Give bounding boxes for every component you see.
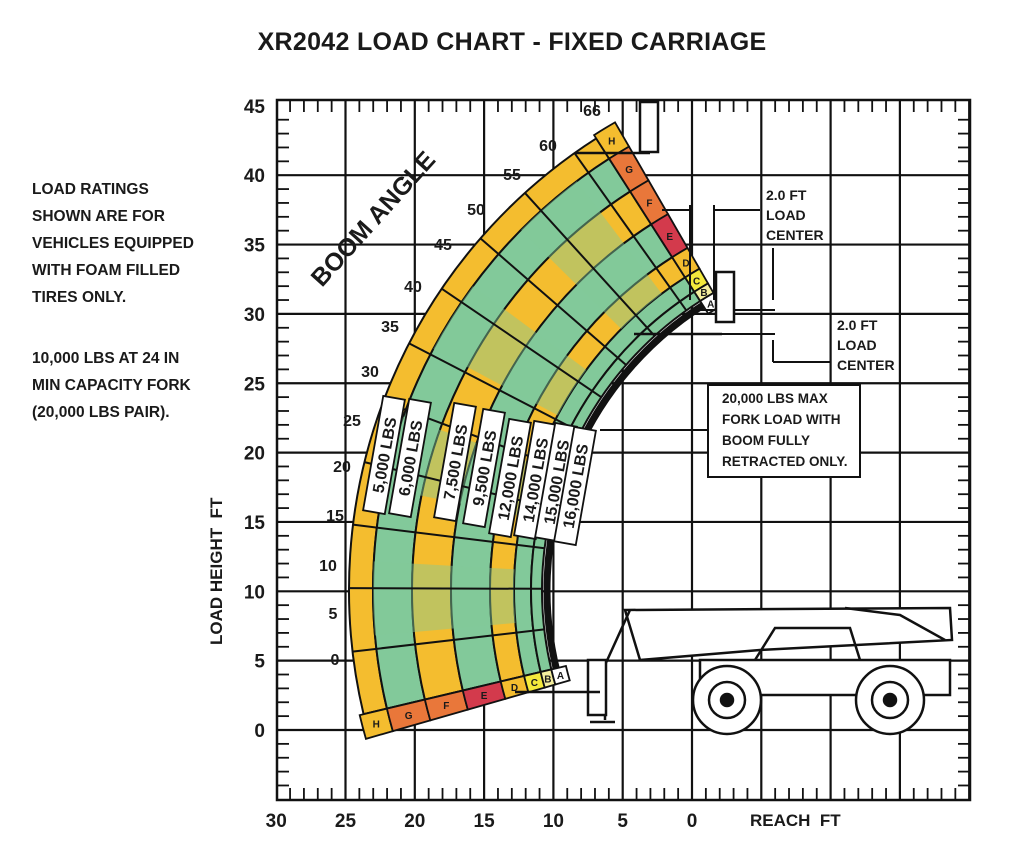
capacity-label-box (362, 394, 406, 516)
capacity-label-box (488, 417, 532, 539)
capacity-label-box (433, 401, 477, 523)
boom-angle-label: 60 (539, 138, 557, 155)
load-center-callout-top (662, 205, 775, 311)
note-line: MIN CAPACITY FORK (32, 377, 191, 394)
x-tick-label: 25 (335, 811, 357, 832)
x-axis-label: REACH FT (750, 811, 841, 830)
capacity-label-box (553, 425, 597, 547)
extension-letter: H (608, 137, 615, 148)
load-center-callout-bottom (700, 333, 830, 363)
x-tick-label: 5 (617, 811, 628, 832)
y-tick-label: 15 (244, 513, 266, 534)
extension-letter: H (373, 719, 380, 730)
note-line: (20,000 LBS PAIR). (32, 404, 170, 421)
boom-angle-label: 0 (331, 652, 340, 669)
x-tick-label: 0 (687, 811, 698, 832)
y-tick-label: 35 (244, 236, 266, 257)
extension-letter: D (511, 683, 518, 694)
fork-capacity-note: 10,000 LBS AT 24 IN MIN CAPACITY FORK (2… (32, 345, 191, 426)
boom-angle-line (524, 192, 656, 337)
boom-angle-label: 30 (361, 364, 379, 381)
extension-letter: B (700, 288, 707, 299)
load-center-bottom: 2.0 FT LOAD CENTER (837, 317, 895, 373)
boom-angle-label: 35 (381, 319, 399, 336)
boom-angle-label: 20 (333, 459, 351, 476)
y-tick-label: 0 (254, 721, 265, 742)
boom-angle-label: 55 (503, 167, 521, 184)
note-line: WITH FOAM FILLED (32, 262, 181, 279)
y-tick-label: 25 (244, 374, 266, 395)
extension-letter: F (646, 199, 652, 210)
y-tick-label: 20 (244, 444, 265, 465)
telehandler-illustration (515, 606, 954, 736)
x-tick-label: 15 (474, 811, 496, 832)
foam-tires-note: LOAD RATINGS SHOWN ARE FOR VEHICLES EQUI… (32, 176, 194, 311)
note-line: LOAD RATINGS (32, 181, 149, 198)
extension-letter: G (625, 165, 633, 176)
boom-angle-labels: 0 5 10 15 20 25 30 35 40 45 50 55 60 66 (319, 103, 601, 669)
extension-letter: A (557, 671, 564, 682)
note-line: VEHICLES EQUIPPED (32, 235, 194, 252)
boom-angle-line (352, 523, 545, 550)
extension-letter: G (405, 711, 413, 722)
load-center-top: 2.0 FT LOAD CENTER (766, 187, 824, 243)
extension-letter: C (693, 276, 700, 287)
boom-angle-line (573, 152, 688, 311)
load-zone-overlay (521, 181, 662, 330)
y-tick-label: 5 (254, 652, 265, 673)
boom-angle-title: BOOM ANGLE (306, 146, 441, 292)
boom-angle-label: 10 (319, 558, 337, 575)
note-line: SHOWN ARE FOR (32, 208, 165, 225)
max-fork-callout-box (707, 384, 861, 478)
boom-angle-line (408, 342, 581, 434)
x-tick-label: 30 (266, 811, 287, 832)
y-axis-label: LOAD HEIGHT FT (207, 497, 226, 645)
boom-angle-line (352, 628, 545, 653)
boom-angle-label: 66 (583, 103, 601, 120)
extension-letter: B (544, 674, 551, 685)
note-line: 10,000 LBS AT 24 IN (32, 350, 180, 367)
extension-letter: F (443, 701, 449, 712)
x-tick-label: 20 (404, 811, 425, 832)
boom-angle-label: 15 (326, 508, 344, 525)
y-tick-label: 30 (244, 305, 265, 326)
boom-angle-line (441, 287, 602, 399)
extension-mark-a (550, 664, 571, 686)
capacity-label-box (388, 397, 432, 519)
load-zone-overlay (433, 286, 587, 416)
boom-angle-label: 5 (329, 606, 338, 623)
load-zone-overlay (372, 561, 516, 636)
x-tick-label: 10 (543, 811, 564, 832)
y-tick-label: 10 (244, 582, 265, 603)
max-fork-callout: 20,000 LBS MAX FORK LOAD WITH BOOM FULLY… (722, 391, 848, 469)
boom-angle-line (479, 237, 627, 366)
y-tick-label: 45 (244, 97, 266, 118)
boom-angle-label: 45 (434, 237, 452, 254)
boom-angle-line (348, 587, 543, 590)
boom-angle-label: 40 (404, 279, 422, 296)
boom-angle-label: 25 (343, 413, 361, 430)
chart-title: XR2042 LOAD CHART - FIXED CARRIAGE (257, 28, 767, 56)
boom-angle-label: 50 (467, 202, 485, 219)
extension-letter: E (481, 691, 488, 702)
raised-carriage-icons (575, 100, 736, 336)
extension-letter: D (682, 259, 689, 270)
extension-letter: E (666, 232, 673, 243)
extension-letter: A (707, 299, 714, 310)
note-line: TIRES ONLY. (32, 289, 127, 306)
capacity-label-box (462, 407, 506, 529)
extension-letter: C (531, 678, 538, 689)
y-tick-label: 40 (244, 166, 265, 187)
